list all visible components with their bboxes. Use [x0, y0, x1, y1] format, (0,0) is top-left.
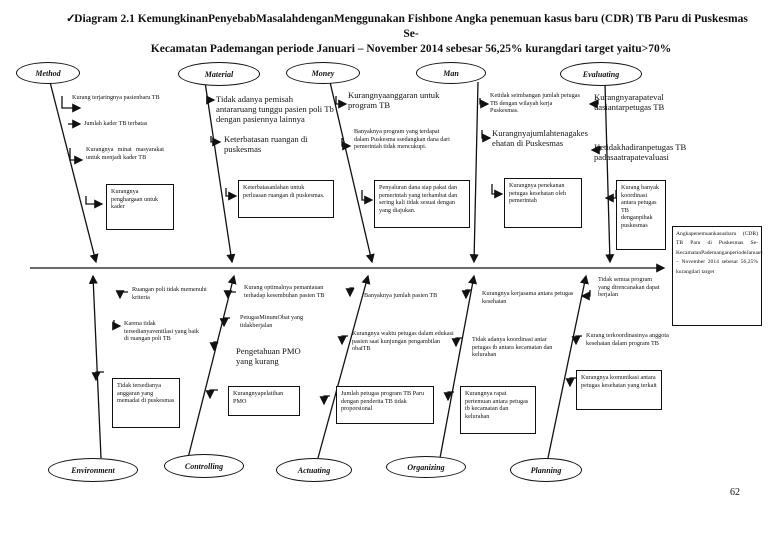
- evaluating-cause-1: Kurangnyarapateval uasiantarpetugas TB: [594, 92, 665, 112]
- category-material: Material: [178, 62, 260, 86]
- organizing-cause-1: Kurangnya kerjasama antara petugas keseh…: [482, 290, 574, 305]
- problem-result-box: Angkapenemuankasusbaru (CDR) TB Paru di …: [672, 226, 763, 326]
- category-man: Man: [416, 62, 486, 84]
- planning-cause-2: Kurang terkoordinasinya anggota kesehata…: [586, 332, 669, 347]
- method-cause-3: Kurangnya minat masyarakat untuk menjadi…: [86, 146, 164, 161]
- bone-evaluating: [604, 83, 615, 264]
- man-cause-2: Kurangnyajumlahtenagakes ehatan di Puske…: [492, 128, 588, 148]
- money-cause-1: Kurangnyaanggaran untuk program TB: [348, 90, 440, 110]
- bone-organizing: [439, 274, 478, 459]
- material-cause-2: Keterbatasan ruangan di puskesmas: [224, 134, 308, 154]
- title-line-1: Diagram 2.1 KemungkinanPenyebabMasalahde…: [74, 13, 748, 40]
- method-cause-1: Kurang terjaringnya pasienbaru TB: [72, 94, 160, 101]
- method-root-box: Kurangnya penghargaan untuk kader: [106, 184, 174, 230]
- bone-actuating: [317, 274, 371, 459]
- environment-root-box: Tidak tersedianya anggaran yang memadai …: [112, 378, 180, 428]
- page-number: 62: [730, 487, 740, 498]
- category-money: Money: [286, 62, 360, 84]
- environment-cause-2: Karena tidak tersedianyaventilasi yang b…: [124, 320, 199, 343]
- money-cause-2: Banyaknya program yang terdapat dalam Pu…: [354, 128, 450, 151]
- evaluating-cause-2: Ketidakhadiranpetugas TB padasaatrapatev…: [594, 142, 687, 162]
- category-environment: Environment: [48, 458, 138, 482]
- category-planning: Planning: [510, 458, 582, 482]
- title-line-2: Kecamatan Pademangan periode Januari – N…: [150, 43, 672, 55]
- material-cause-1: Tidak adanya pemisah antararuang tunggu …: [216, 94, 334, 124]
- actuating-cause-1: Banyaknya jumlah pasien TB: [364, 292, 438, 299]
- category-controlling: Controlling: [164, 454, 244, 478]
- bone-man: [469, 81, 479, 264]
- material-root-box: Keterbatasanlahan untuk perluasan ruanga…: [238, 180, 334, 218]
- category-evaluating: Evaluating: [560, 62, 642, 86]
- bone-material: [204, 81, 236, 264]
- method-cause-2: Jumlah kader TB terbatas: [84, 120, 148, 127]
- man-root-box: Kurangnya penekanan petugas kesehatan ol…: [504, 178, 582, 228]
- controlling-root-box: Kurangnyapelatihan PMO: [228, 386, 300, 416]
- bone-controlling: [187, 274, 237, 459]
- actuating-cause-2: Kurangnya waktu petugas dalam edukasi pa…: [352, 330, 454, 353]
- organizing-cause-2: Tidak adanya koordinasi antar petugas tb…: [472, 336, 553, 359]
- controlling-cause-2: PetugasMinumObat yang tidakberjalan: [240, 314, 304, 329]
- category-organizing: Organizing: [386, 456, 466, 478]
- bone-planning: [547, 274, 589, 459]
- controlling-cause-3: Pengetahuan PMO yang kurang: [236, 346, 301, 366]
- diagram-title: ✓ Diagram 2.1 KemungkinanPenyebabMasalah…: [66, 12, 756, 57]
- category-actuating: Actuating: [276, 458, 352, 482]
- planning-cause-1: Tidak semua program yang direncanakan da…: [598, 276, 660, 299]
- environment-cause-1: Ruangan poli tidak memenuhi kriteria: [132, 286, 207, 301]
- actuating-root-box: Jumlah petugas program TB Paru dengan pe…: [336, 386, 434, 424]
- bone-method: [49, 81, 99, 264]
- planning-root-box: Kurangnya komunikasi antara petugas kese…: [576, 370, 662, 410]
- money-root-box: Penyaluran dana siap pakai dan pemerinta…: [374, 180, 470, 228]
- checkmark-icon: ✓: [66, 13, 76, 25]
- man-cause-1: Ketidak seimbangan jumlah petugas TB den…: [490, 92, 580, 115]
- controlling-cause-1: Kurang optimalnya pemantauan terhadap ke…: [244, 284, 325, 299]
- organizing-root-box: Kurangnya rapat pertemuan antara petugas…: [460, 386, 536, 434]
- evaluating-root-box: Kurang banyak koordinasi antara petugas …: [616, 180, 666, 250]
- bone-money: [329, 81, 375, 264]
- bone-environment: [88, 274, 102, 459]
- category-method: Method: [16, 62, 80, 84]
